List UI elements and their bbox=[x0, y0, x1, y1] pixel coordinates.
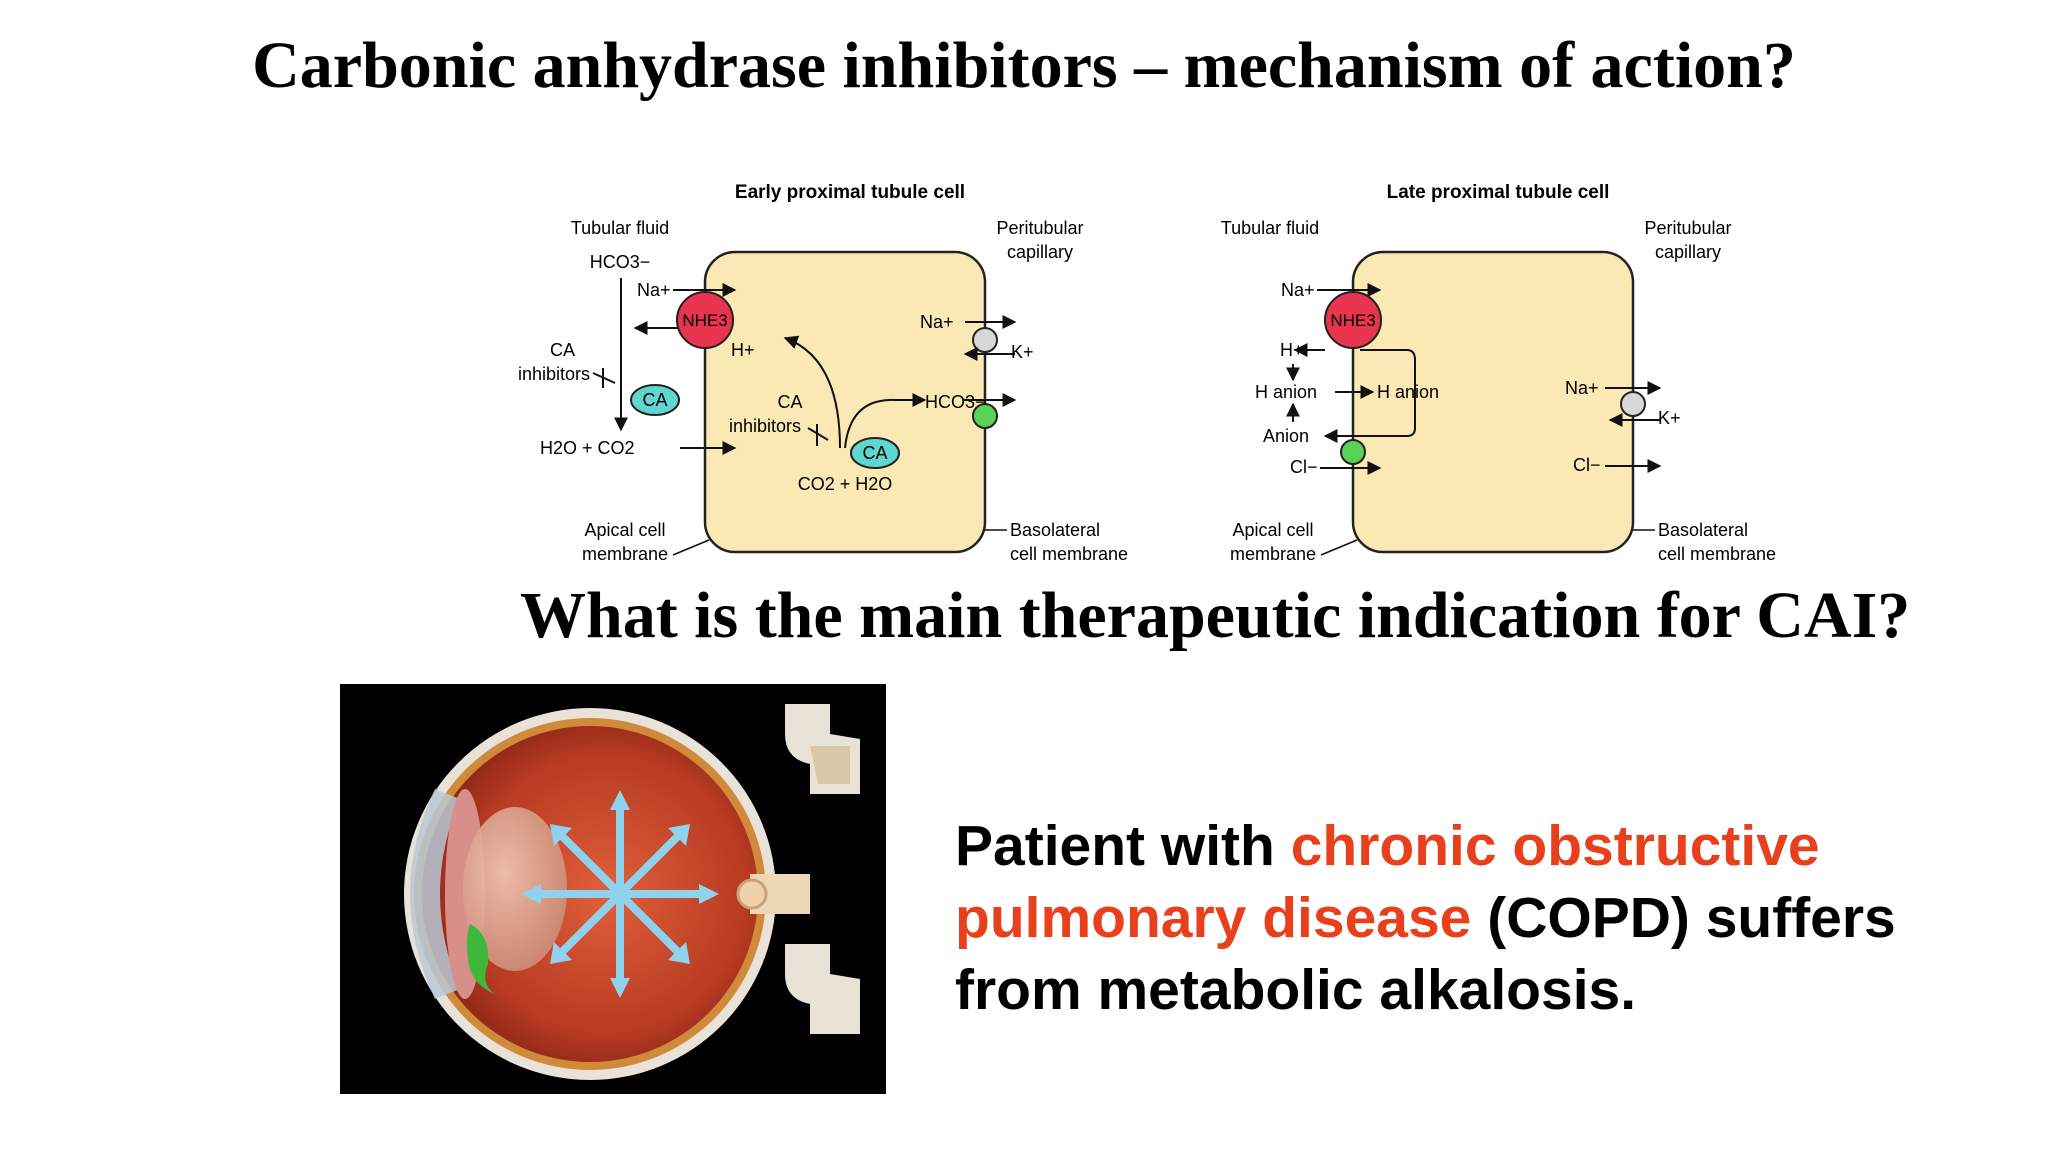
k-right-label: K+ bbox=[1011, 342, 1034, 362]
inhibition-mark-outer bbox=[592, 368, 616, 388]
na-right-label: Na+ bbox=[920, 312, 954, 332]
copd-highlight: chronic obstructive pulmonary disease bbox=[955, 814, 1820, 950]
late-cell-title: Late proximal tubule cell bbox=[1387, 182, 1610, 203]
slide-title: Carbonic anhydrase inhibitors – mechanis… bbox=[252, 29, 1796, 102]
patient-text-part2: (COPD) suffers from metabolic alkalosis. bbox=[955, 886, 1896, 1022]
late-h-label: H+ bbox=[1280, 340, 1304, 360]
patient-text-part1: Patient with bbox=[955, 814, 1291, 878]
hco3-label: HCO3− bbox=[590, 252, 651, 272]
h2o-co2-label: H2O + CO2 bbox=[540, 438, 635, 458]
late-cl-right-label: Cl− bbox=[1573, 455, 1601, 475]
early-cell-title: Early proximal tubule cell bbox=[735, 182, 965, 203]
hco3-right-label: HCO3− bbox=[925, 392, 986, 412]
early-cell-body bbox=[703, 250, 987, 554]
na-label: Na+ bbox=[637, 280, 671, 300]
h-anion-right-label: H anion bbox=[1377, 382, 1439, 402]
co2-h2o-label: CO2 + H2O bbox=[798, 474, 893, 494]
gray-pump-early bbox=[972, 327, 998, 353]
therapeutic-question: What is the main therapeutic indication … bbox=[520, 579, 1911, 652]
late-apical-label-1: Apical cell bbox=[1232, 520, 1313, 540]
inset-cup bbox=[810, 746, 850, 784]
late-nhe3-transporter bbox=[1324, 291, 1382, 349]
early-cell-panel: Early proximal tubule cell Tubular fluid… bbox=[518, 182, 1128, 564]
late-nhe3-label: NHE3 bbox=[1330, 311, 1375, 330]
apical-label-2: membrane bbox=[582, 544, 668, 564]
patient-case-text: Patient with chronic obstructive pulmona… bbox=[955, 810, 2005, 1026]
optic-disc bbox=[736, 878, 768, 910]
nhe3-label: NHE3 bbox=[682, 311, 727, 330]
green-transporter-early bbox=[972, 403, 998, 429]
pressure-arrows-icon bbox=[521, 790, 719, 998]
late-tubular-fluid-label: Tubular fluid bbox=[1221, 218, 1319, 238]
peritubular-label-1: Peritubular bbox=[996, 218, 1083, 238]
ciliary-body-green bbox=[466, 924, 495, 994]
ca-enzyme-outer-label: CA bbox=[642, 390, 667, 410]
apical-pointer bbox=[672, 539, 710, 556]
inhibition-mark-inner bbox=[807, 424, 829, 446]
late-cell-body bbox=[1351, 250, 1635, 554]
h-label: H+ bbox=[731, 340, 755, 360]
lens bbox=[463, 807, 567, 971]
basolateral-label-2: cell membrane bbox=[1010, 544, 1128, 564]
gray-pump-late bbox=[1620, 391, 1646, 417]
late-na-right-label: Na+ bbox=[1565, 378, 1599, 398]
peritubular-label-2: capillary bbox=[1007, 242, 1073, 262]
late-peritubular-label-1: Peritubular bbox=[1644, 218, 1731, 238]
tubular-fluid-label: Tubular fluid bbox=[571, 218, 669, 238]
apical-label-1: Apical cell bbox=[584, 520, 665, 540]
ca-enzyme-outer bbox=[630, 384, 680, 416]
eye-illustration-panel bbox=[340, 684, 886, 1094]
ca-inhibitors-inner-1: CA bbox=[777, 392, 802, 412]
late-cell-panel: Late proximal tubule cell Tubular fluid … bbox=[1221, 182, 1776, 564]
ca-inhibitors-inner-2: inhibitors bbox=[729, 416, 801, 436]
ca-enzyme-inner-label: CA bbox=[862, 443, 887, 463]
proximal-tubule-diagram: Early proximal tubule cell Tubular fluid… bbox=[518, 182, 1776, 564]
inset-shape-bottom bbox=[785, 944, 860, 1034]
late-cl-label: Cl− bbox=[1290, 457, 1318, 477]
late-basolateral-label-2: cell membrane bbox=[1658, 544, 1776, 564]
ca-inhibitors-outer-2: inhibitors bbox=[518, 364, 590, 384]
basolateral-label-1: Basolateral bbox=[1010, 520, 1100, 540]
cornea bbox=[410, 789, 460, 999]
late-basolateral-label-1: Basolateral bbox=[1658, 520, 1748, 540]
anion-label: Anion bbox=[1263, 426, 1309, 446]
late-k-label: K+ bbox=[1658, 408, 1681, 428]
nhe3-transporter bbox=[676, 291, 734, 349]
late-na-label: Na+ bbox=[1281, 280, 1315, 300]
eye-cross-section-icon bbox=[404, 704, 860, 1080]
ca-enzyme-inner bbox=[850, 437, 900, 469]
ca-inhibitors-outer-1: CA bbox=[550, 340, 575, 360]
green-transporter-late bbox=[1340, 439, 1366, 465]
late-apical-pointer bbox=[1320, 539, 1358, 556]
inner-h-curve bbox=[783, 335, 841, 449]
late-cycle-path bbox=[1323, 349, 1416, 443]
inner-hco3-curve bbox=[844, 393, 927, 449]
h-anion-left-label: H anion bbox=[1255, 382, 1317, 402]
late-apical-label-2: membrane bbox=[1230, 544, 1316, 564]
late-peritubular-label-2: capillary bbox=[1655, 242, 1721, 262]
